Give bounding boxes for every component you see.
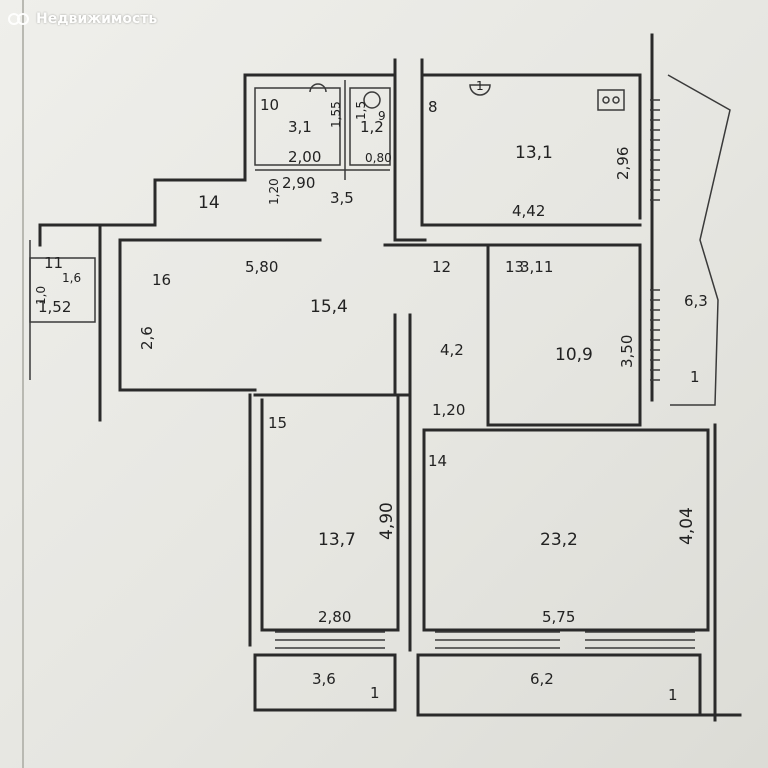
fixtures (309, 83, 625, 111)
mark-labels: 14 16 12 13 15 14 10 9 8 11 1 1 1 1 1,6 … (34, 79, 700, 704)
mark-1-right: 1 (668, 686, 678, 704)
dimension-labels: 5,80 4,42 3,11 2,90 2,00 0,80 2,96 3,50 … (138, 101, 697, 626)
watermark: Недвижимость (8, 8, 157, 30)
side-loggia-area: 6,3 (684, 292, 708, 310)
watermark-brand: Недвижимость (36, 11, 158, 27)
room-labels: 3,1 1,2 13,1 15,4 10,9 13,7 23,2 4,2 3,5… (38, 118, 708, 688)
dim-2-80: 2,80 (318, 608, 351, 626)
dim-2-00: 2,00 (288, 148, 321, 166)
dim-3-11: 3,11 (520, 258, 553, 276)
stove-icon (597, 89, 625, 111)
dim-4-90: 4,90 (377, 502, 397, 540)
mark-1-left: 1 (370, 684, 380, 702)
room-corridor-area: 4,2 (440, 341, 464, 359)
page-margin-line (22, 0, 24, 768)
room-bed-small-area: 10,9 (555, 345, 593, 365)
logo-rings-icon (8, 8, 30, 30)
basin-icon (309, 83, 327, 93)
dim-1-20-b: 1,20 (432, 401, 465, 419)
room-entry-area: 3,5 (330, 189, 354, 207)
room-bed-area: 13,7 (318, 530, 356, 550)
dim-1-55: 1,55 (329, 101, 343, 128)
mark-15: 15 (268, 414, 287, 432)
mark-10: 10 (260, 96, 279, 114)
mark-8: 8 (428, 98, 438, 116)
dim-2-96: 2,96 (614, 147, 632, 180)
mark-1-side: 1 (690, 368, 700, 386)
mark-13: 13 (505, 258, 524, 276)
loggia-left-area: 3,6 (312, 670, 336, 688)
mark-11: 11 (44, 254, 63, 272)
room-bath-area: 3,1 (288, 118, 312, 136)
dim-5-80: 5,80 (245, 258, 278, 276)
kitchen-sink-icon (469, 84, 491, 96)
room-hall-area: 15,4 (310, 297, 348, 317)
sink-icon (363, 91, 381, 109)
mark-14-top: 14 (198, 193, 220, 213)
loggia-right-area: 6,2 (530, 670, 554, 688)
dim-2-6: 2,6 (138, 326, 156, 350)
dim-3-50: 3,50 (618, 335, 636, 368)
room-wc-area: 1,2 (360, 118, 384, 136)
mark-14-mid: 14 (428, 452, 447, 470)
mark-1-0: 1,0 (34, 286, 48, 305)
dim-1-20-a: 1,20 (267, 178, 281, 205)
balcony-left-area: 1,52 (38, 298, 71, 316)
mark-1-5: 1,5 (354, 101, 368, 120)
mark-16: 16 (152, 271, 171, 289)
dim-2-90: 2,90 (282, 174, 315, 192)
room-living-area: 23,2 (540, 530, 578, 550)
windows (275, 99, 695, 649)
dim-5-75: 5,75 (542, 608, 575, 626)
dim-4-04: 4,04 (677, 507, 697, 545)
mark-9: 9 (378, 109, 386, 123)
dim-0-80: 0,80 (365, 151, 392, 165)
walls (29, 33, 742, 722)
room-kitchen-area: 13,1 (515, 143, 553, 163)
mark-1-kitchen: 1 (476, 79, 484, 93)
mark-12: 12 (432, 258, 451, 276)
mark-1-6: 1,6 (62, 271, 81, 285)
dim-4-42: 4,42 (512, 202, 545, 220)
